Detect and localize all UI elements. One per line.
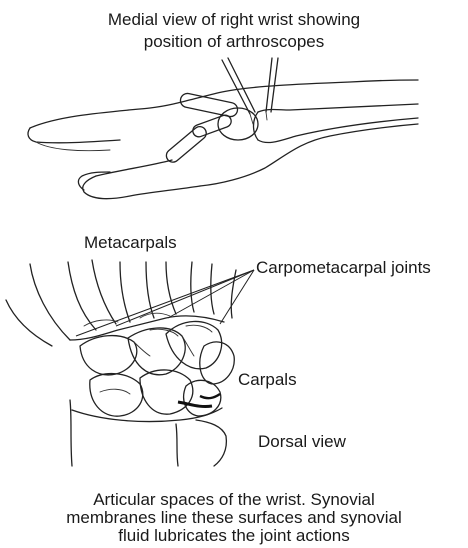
cmc-joint-pointers	[76, 270, 254, 336]
medial-wrist-drawing	[28, 58, 418, 199]
